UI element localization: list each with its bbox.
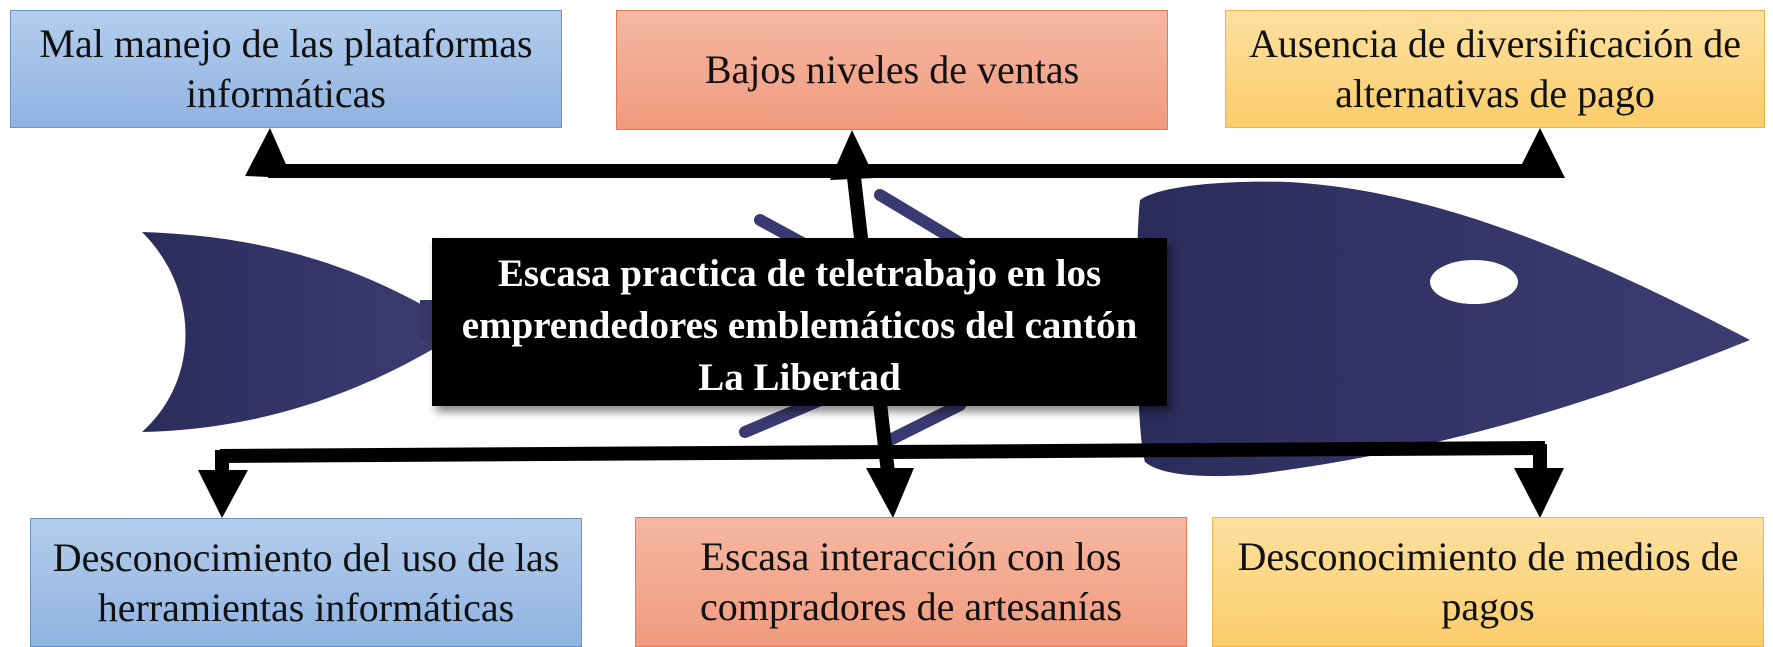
- fish-body-icon: [1136, 181, 1750, 477]
- problem-statement-label: Escasa practica de teletrabajo en los em…: [461, 252, 1138, 399]
- fish-eye-icon: [1430, 260, 1518, 304]
- bottom-arrow-line: [219, 441, 1546, 463]
- problem-statement-box: Escasa practica de teletrabajo en los em…: [432, 238, 1167, 406]
- arrowhead-top-left: [245, 128, 292, 178]
- fish-tail-icon: [142, 232, 440, 432]
- cause-bottom-2: Escasa interacción con los compradores d…: [635, 517, 1187, 647]
- fish-bone-icon: [874, 189, 966, 249]
- arrowhead-bottom-left: [198, 470, 248, 518]
- arrowhead-bottom-right: [1514, 468, 1564, 518]
- cause-top-2-label: Bajos niveles de ventas: [704, 47, 1080, 92]
- cause-top-1-label: Mal manejo de las plataformas informátic…: [39, 21, 533, 116]
- arrowhead-center-top: [830, 130, 875, 180]
- cause-top-3-label: Ausencia de diversificación de alternati…: [1248, 21, 1741, 116]
- arrowhead-center-bottom: [866, 468, 914, 518]
- cause-top-1: Mal manejo de las plataformas informátic…: [10, 10, 562, 128]
- cause-bottom-2-label: Escasa interacción con los compradores d…: [699, 534, 1123, 629]
- cause-bottom-3-label: Desconocimiento de medios de pagos: [1237, 534, 1739, 629]
- cause-top-3: Ausencia de diversificación de alternati…: [1225, 10, 1765, 128]
- cause-bottom-1: Desconocimiento del uso de las herramien…: [30, 518, 582, 647]
- cause-top-2: Bajos niveles de ventas: [616, 10, 1168, 130]
- arrowhead-top-right: [1515, 128, 1565, 178]
- fish-bone-icon: [884, 399, 966, 446]
- cause-bottom-3: Desconocimiento de medios de pagos: [1212, 517, 1764, 647]
- cause-bottom-1-label: Desconocimiento del uso de las herramien…: [52, 534, 560, 630]
